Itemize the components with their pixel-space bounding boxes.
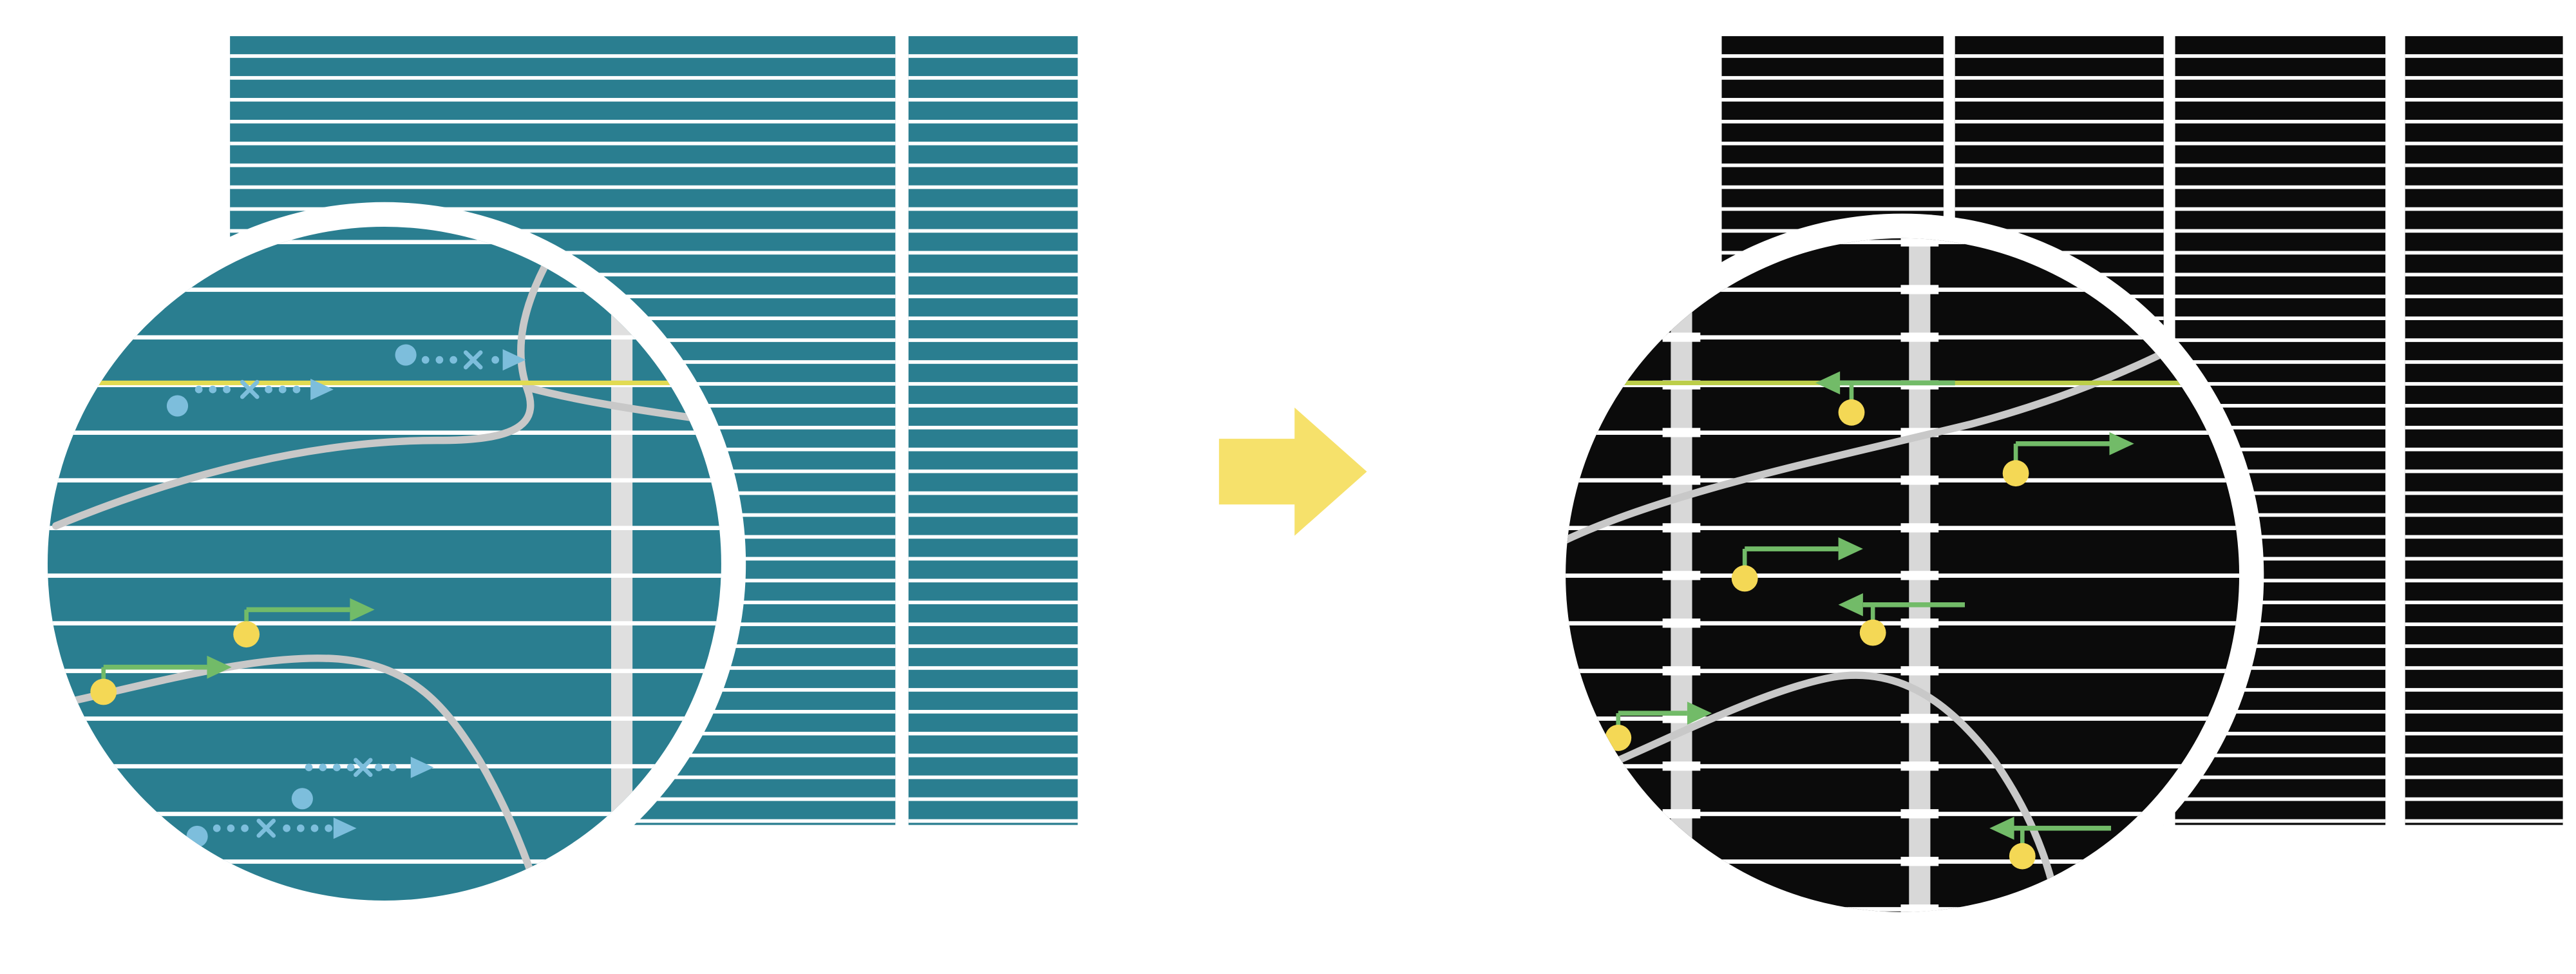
trail-dot: [241, 824, 249, 832]
trail-dot: [319, 763, 327, 772]
marker-dot: [395, 344, 417, 366]
trail-dot: [278, 385, 287, 394]
grain-boundaries: [47, 233, 694, 901]
marker-dot: [291, 788, 313, 810]
dislocation-marker-blue: [395, 344, 526, 371]
trail-dot: [227, 824, 235, 832]
marker-dot: [233, 621, 260, 648]
trail-dot: [450, 356, 457, 364]
lens-content: [47, 227, 721, 901]
trail-dot: [333, 763, 341, 772]
trail-dot: [296, 824, 305, 832]
cell-segment: [908, 36, 1078, 825]
grain-boundary-line: [52, 233, 566, 530]
trail-dot: [213, 824, 221, 832]
trail-dot: [194, 385, 203, 394]
grain-boundary-line: [1566, 671, 2061, 908]
dislocation-marker-green: [1989, 816, 2112, 870]
transform-arrow-icon: [1218, 407, 1367, 536]
cross-icon: [353, 758, 373, 778]
arrowhead-icon: [1838, 537, 1863, 560]
trail-dot: [421, 356, 430, 364]
dislocation-marker-green: [1605, 702, 1712, 751]
arrowhead-icon: [333, 817, 357, 839]
right-magnifier-inset: [1540, 213, 2264, 937]
dislocation-marker-green: [1815, 371, 1955, 426]
trail-dot: [491, 356, 500, 364]
trail-dot: [310, 824, 319, 832]
defect-finger-line: [47, 380, 721, 385]
arrowhead-icon: [350, 598, 375, 622]
marker-dot: [1731, 565, 1758, 592]
finger-lines: [2175, 54, 2386, 823]
dislocation-marker-green: [1731, 537, 1863, 592]
dislocation-marker-blue: [291, 756, 434, 810]
marker-dot: [90, 678, 117, 705]
trail-dot: [325, 824, 333, 832]
trail-dot: [265, 385, 272, 394]
grain-boundary-line: [1566, 325, 2213, 549]
cross-icon: [463, 350, 483, 370]
dislocation-marker-green: [2002, 432, 2134, 487]
trail-dot: [375, 763, 383, 772]
trail-dot: [388, 763, 397, 772]
dislocation-marker-blue: [166, 379, 334, 417]
arrowhead-icon: [1687, 702, 1712, 725]
marker-dot: [2009, 843, 2036, 870]
dislocation-marker-green: [90, 655, 232, 705]
trail-dot: [305, 763, 313, 772]
trail-dot: [209, 385, 217, 394]
cross-icon: [256, 818, 276, 838]
grain-boundary-line: [525, 384, 694, 421]
trail-dot: [292, 385, 301, 394]
arrowhead-icon: [1989, 816, 2014, 840]
cell-segment: [2405, 36, 2563, 825]
trail-dot: [346, 763, 355, 772]
arrowhead-icon: [410, 756, 434, 778]
marker-dot: [1838, 399, 1865, 426]
arrowhead-icon: [207, 655, 232, 679]
dislocation-marker-green: [233, 598, 375, 648]
grain-boundary-line: [47, 654, 549, 901]
left-magnifier-inset: [23, 202, 746, 926]
marker-dot: [166, 395, 189, 417]
arrowhead-icon: [502, 349, 526, 371]
lens-content: [1566, 238, 2240, 912]
marker-dot: [1859, 619, 1886, 646]
arrowhead-icon: [1815, 371, 1841, 395]
trail-dot: [223, 385, 231, 394]
arrowhead-icon: [1838, 593, 1863, 616]
trail-dot: [283, 824, 291, 832]
marker-dot: [2002, 460, 2029, 487]
finger-lines: [2405, 54, 2563, 823]
cross-icon: [240, 379, 260, 399]
marker-dot: [1605, 724, 1632, 751]
trail-dot: [435, 356, 444, 364]
arrowhead-icon: [2109, 432, 2134, 455]
arrowhead-icon: [310, 379, 334, 401]
grain-boundaries: [1566, 325, 2213, 908]
finger-lines: [908, 54, 1078, 823]
dislocation-marker-green: [1838, 593, 1965, 646]
